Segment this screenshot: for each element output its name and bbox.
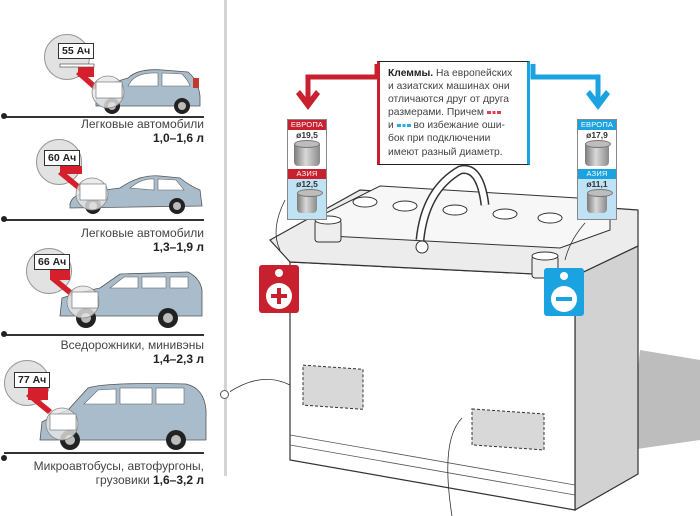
label-patch: [471, 408, 545, 451]
callout-text: и азиатских машинах они: [388, 81, 510, 93]
capacity-label: 66 Ач: [34, 254, 71, 270]
engine-range: 1,4–2,3 л: [153, 352, 204, 366]
tag-hole: [560, 272, 568, 280]
callout-text: На европейских: [433, 68, 513, 79]
tag-hole: [275, 269, 283, 277]
hatchback-illustration: [59, 63, 201, 114]
terminal-cylinder-icon: [294, 140, 320, 166]
asia-diameter: ø12,5: [296, 179, 318, 189]
vehicle-type: Легковые автомобили: [80, 226, 204, 240]
negative-arrow: [530, 64, 610, 110]
battery-shadow: [630, 350, 700, 450]
minus-icon: [551, 286, 577, 312]
callout-text: отличаются друг от друга: [388, 94, 510, 106]
terminal-cylinder-icon: [587, 189, 613, 213]
plus-icon: [266, 283, 292, 309]
callout-text: размерами. Причем: [388, 107, 487, 119]
positive-tag: [259, 265, 299, 313]
category-label: Вседорожники, минивэны 1,4–2,3 л: [61, 338, 204, 366]
baseline: [4, 334, 204, 336]
capacity-label: 55 Ач: [58, 43, 95, 59]
blue-marker-icon: [396, 124, 411, 128]
category-label: Легковые автомобили 1,3–1,9 л: [81, 226, 204, 254]
baseline: [4, 116, 204, 118]
capacity-label: 60 Ач: [44, 150, 81, 166]
baseline-dot: [1, 331, 7, 337]
callout-text: имеют разный диаметр.: [388, 146, 503, 158]
connector-node: [220, 390, 229, 399]
baseline: [4, 452, 204, 454]
red-marker-icon: [486, 111, 501, 115]
label-patch: [302, 364, 364, 410]
callout-title: Клеммы.: [388, 68, 434, 79]
callout-text: во избежание оши-: [410, 120, 505, 132]
engine-range: 1,0–1,6 л: [153, 131, 204, 145]
asia-label: АЗИЯ: [578, 169, 616, 179]
negative-terminal-panel: ЕВРОПА ø17,9 АЗИЯ ø11,1: [577, 119, 617, 220]
callout-text: бок при подключении: [388, 133, 491, 145]
positive-terminal-panel: ЕВРОПА ø19,5 АЗИЯ ø12,5: [287, 119, 327, 220]
callout-text: и: [388, 120, 397, 132]
positive-arrow: [296, 64, 380, 110]
callout-box: Клеммы. На европейских и азиатских машин…: [377, 61, 530, 165]
vehicle-type-cont: грузовики: [95, 473, 150, 487]
category-label: Легковые автомобили 1,0–1,6 л: [81, 117, 204, 145]
vehicle-type: Вседорожники, минивэны: [60, 338, 204, 352]
suv-illustration: [50, 270, 203, 328]
europe-diameter: ø17,9: [586, 130, 608, 140]
category-label: Микроавтобусы, автофургоны, грузовики 1,…: [34, 459, 204, 487]
negative-tag: [544, 268, 584, 316]
baseline-dot: [1, 113, 7, 119]
sedan-illustration: [58, 166, 203, 214]
vehicle-type: Легковые автомобили: [80, 117, 204, 131]
asia-diameter: ø11,1: [586, 179, 608, 189]
baseline-dot: [1, 216, 7, 222]
baseline-dot: [1, 455, 7, 461]
vehicle-type: Микроавтобусы, автофургоны,: [33, 459, 204, 473]
minivan-illustration: [26, 383, 207, 450]
terminal-cylinder-icon: [297, 189, 323, 213]
capacity-label: 77 Ач: [14, 372, 51, 388]
battery-side: [574, 245, 639, 512]
engine-range: 1,6–3,2 л: [153, 473, 204, 487]
europe-label: ЕВРОПА: [288, 120, 326, 130]
divider-line: [224, 0, 227, 476]
baseline: [4, 219, 204, 221]
europe-label: ЕВРОПА: [578, 120, 616, 130]
battery-illustration: [230, 164, 700, 516]
asia-label: АЗИЯ: [288, 169, 326, 179]
engine-range: 1,3–1,9 л: [153, 240, 204, 254]
terminal-cylinder-icon: [585, 140, 611, 166]
europe-diameter: ø19,5: [296, 130, 318, 140]
